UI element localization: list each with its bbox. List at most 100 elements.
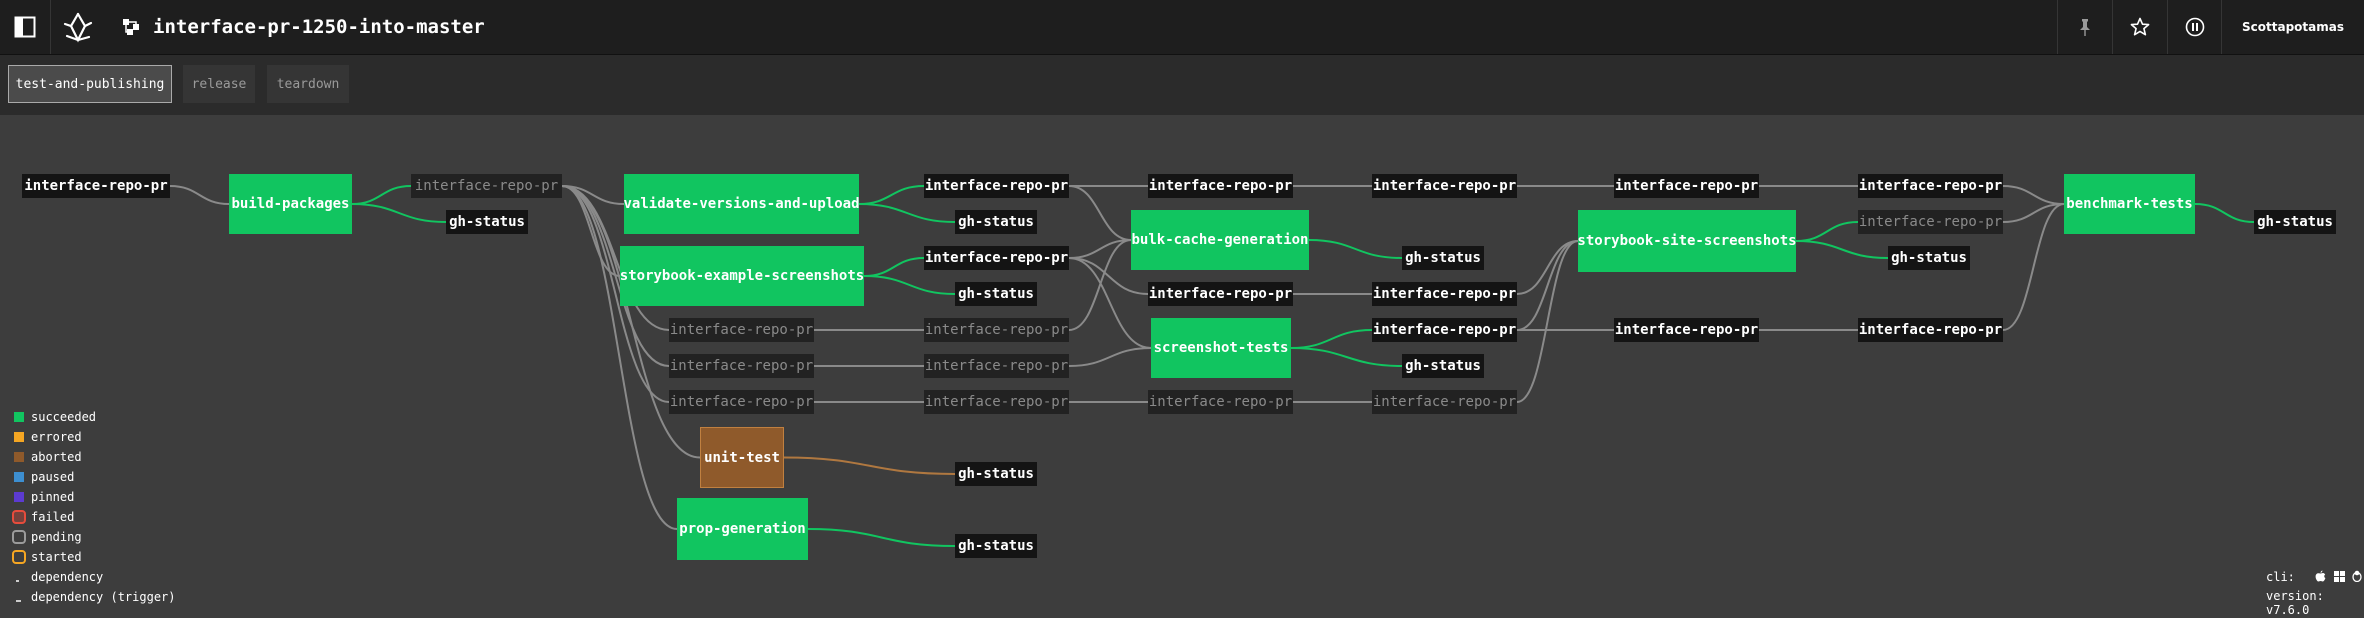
cli-downloads: cli: — [2266, 570, 2362, 584]
resource-node[interactable]: interface-repo-pr — [669, 354, 814, 378]
version-label: version: — [2266, 589, 2324, 603]
resource-node[interactable]: interface-repo-pr — [669, 390, 814, 414]
legend-item: dependency (trigger) — [14, 589, 176, 605]
legend-swatch — [14, 412, 24, 422]
legend-swatch — [12, 510, 26, 524]
resource-node[interactable]: interface-repo-pr — [1148, 390, 1293, 414]
windows-icon[interactable] — [2333, 571, 2345, 582]
legend-item: errored — [14, 429, 82, 445]
job-node[interactable]: validate-versions-and-upload — [624, 174, 860, 234]
group-tab-release[interactable]: release — [183, 65, 255, 103]
job-node[interactable]: storybook-example-screenshots — [620, 246, 864, 306]
sidebar-toggle-icon — [14, 16, 36, 38]
pipeline-name[interactable]: interface-pr-1250-into-master — [153, 16, 485, 38]
job-node[interactable]: storybook-site-screenshots — [1577, 210, 1797, 272]
concourse-logo-icon — [63, 12, 93, 43]
group-tab-teardown[interactable]: teardown — [267, 65, 349, 103]
resource-node[interactable]: interface-repo-pr — [1614, 318, 1759, 342]
home-logo-link[interactable] — [51, 0, 105, 54]
resource-node[interactable]: interface-repo-pr — [1148, 174, 1293, 198]
legend-item: dependency — [14, 569, 103, 585]
dependency-edge — [1290, 347, 1403, 367]
resource-node[interactable]: interface-repo-pr — [1858, 174, 2003, 198]
job-node[interactable]: unit-test — [700, 427, 784, 488]
legend-item: pending — [12, 529, 82, 545]
pipeline-link[interactable] — [116, 0, 146, 54]
resource-node[interactable]: interface-repo-pr — [1372, 282, 1517, 306]
resource-node[interactable]: interface-repo-pr — [1614, 174, 1759, 198]
linux-icon[interactable] — [2352, 570, 2362, 583]
dependency-edge — [2002, 203, 2065, 223]
dependency-edge — [169, 185, 230, 205]
pipeline-icon — [123, 19, 139, 35]
dependency-edge — [1795, 221, 1859, 242]
resource-node[interactable]: interface-repo-pr — [1372, 390, 1517, 414]
resource-node[interactable]: interface-repo-pr — [22, 174, 170, 198]
resource-node[interactable]: gh-status — [955, 462, 1037, 486]
sidebar-toggle-button[interactable] — [0, 0, 50, 54]
resource-node[interactable]: gh-status — [1888, 246, 1970, 270]
legend-label: pinned — [31, 490, 75, 504]
job-node[interactable]: bulk-cache-generation — [1131, 210, 1309, 270]
legend-swatch — [14, 492, 24, 502]
legend-label: paused — [31, 470, 75, 484]
job-node[interactable]: screenshot-tests — [1151, 318, 1291, 378]
dependency-edge — [863, 257, 925, 277]
pin-icon — [2080, 19, 2090, 36]
resource-node[interactable]: gh-status — [446, 210, 528, 234]
legend-item: pinned — [14, 489, 74, 505]
resource-node[interactable]: interface-repo-pr — [924, 174, 1069, 198]
dependency-edge — [863, 275, 956, 295]
resource-node[interactable]: gh-status — [1402, 246, 1484, 270]
job-node[interactable]: prop-generation — [677, 498, 808, 560]
legend-label: dependency (trigger) — [31, 590, 176, 604]
resource-node[interactable]: interface-repo-pr — [411, 174, 562, 198]
dependency-edge — [2002, 185, 2065, 205]
dependency-edge — [351, 185, 412, 205]
resource-node[interactable]: interface-repo-pr — [924, 318, 1069, 342]
resource-node[interactable]: interface-repo-pr — [1858, 210, 2003, 234]
legend-label: started — [31, 550, 82, 564]
dependency-edge — [1516, 240, 1579, 331]
resource-node[interactable]: interface-repo-pr — [669, 318, 814, 342]
resource-node[interactable]: interface-repo-pr — [1372, 318, 1517, 342]
resource-node[interactable]: interface-repo-pr — [1372, 174, 1517, 198]
dependency-edge — [2194, 203, 2255, 223]
job-node[interactable]: build-packages — [229, 174, 352, 234]
pin-comment-button[interactable] — [2058, 0, 2112, 54]
resource-node[interactable]: gh-status — [955, 534, 1037, 558]
resource-node[interactable]: interface-repo-pr — [924, 246, 1069, 270]
legend-swatch — [14, 452, 24, 462]
resource-node[interactable]: interface-repo-pr — [1858, 318, 2003, 342]
favorite-button[interactable] — [2113, 0, 2167, 54]
resource-node[interactable]: gh-status — [955, 210, 1037, 234]
resource-node[interactable]: gh-status — [1402, 354, 1484, 378]
legend-swatch — [14, 572, 24, 582]
resource-node[interactable]: interface-repo-pr — [924, 354, 1069, 378]
dependency-edge — [561, 185, 701, 459]
legend-swatch — [14, 472, 24, 482]
legend-item: failed — [12, 509, 74, 525]
dependency-edge — [1516, 240, 1579, 403]
dependency-edge — [1290, 329, 1373, 349]
resource-node[interactable]: gh-status — [955, 282, 1037, 306]
dependency-edge — [783, 456, 956, 475]
legend-item: started — [12, 549, 82, 565]
legend-label: aborted — [31, 450, 82, 464]
group-tab-test-and-publishing[interactable]: test-and-publishing — [8, 65, 172, 103]
resource-node[interactable]: gh-status — [2254, 210, 2336, 234]
dependency-edge — [1068, 347, 1152, 367]
dependency-edge — [2002, 203, 2065, 331]
user-menu[interactable]: Scottapotamas — [2242, 20, 2344, 34]
resource-node[interactable]: interface-repo-pr — [924, 390, 1069, 414]
job-node[interactable]: benchmark-tests — [2064, 174, 2195, 234]
dependency-edge — [807, 528, 956, 547]
star-icon — [2130, 17, 2150, 36]
legend-label: succeeded — [31, 410, 97, 424]
cli-label: cli: — [2266, 570, 2295, 584]
apple-icon[interactable] — [2315, 570, 2326, 582]
pause-pipeline-button[interactable] — [2168, 0, 2222, 54]
resource-node[interactable]: interface-repo-pr — [1148, 282, 1293, 306]
dependency-edge — [1795, 240, 1889, 259]
legend-label: pending — [31, 530, 82, 544]
